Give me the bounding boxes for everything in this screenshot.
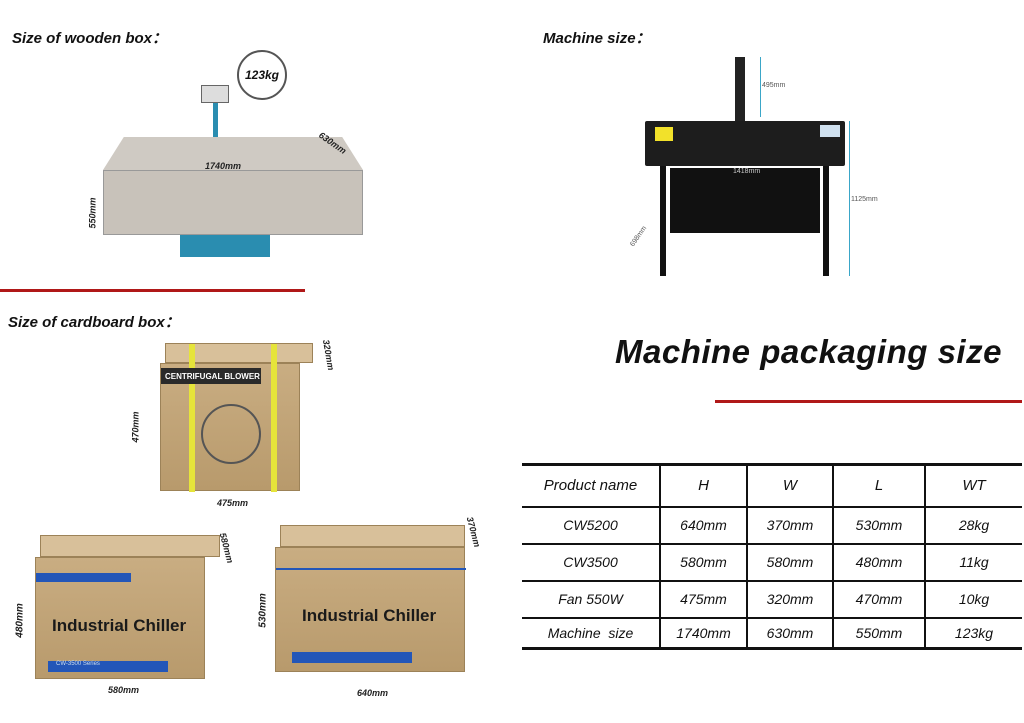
height-label: 550mm [87,197,98,229]
wooden-box-heading: Size of wooden box： [12,30,168,47]
header-cell: W [746,463,834,508]
cell: 530mm [832,505,926,545]
cell: CW5200 [522,505,661,545]
leg [823,166,829,276]
header-cell: H [659,463,748,508]
strap [189,344,195,492]
cell: 640mm [659,505,748,545]
leg [660,166,666,276]
chiller1-width-label: 580mm [108,685,140,695]
warning-label [655,127,673,141]
cell: 370mm [746,505,834,545]
chiller1-box: Industrial Chiller CW-3500 Series [35,557,205,679]
fan-box-label: CENTRIFUGAL BLOWER [161,368,261,384]
cell: 320mm [746,579,834,619]
cell: 10kg [924,579,1022,619]
scale-pole [213,103,218,145]
header-cell: Product name [522,463,661,508]
chiller2-height-label: 530mm [257,593,269,628]
dimension-line [849,121,850,276]
cell: 580mm [746,542,834,582]
chiller1-depth-label: 580mm [217,531,236,565]
chiller2-depth-label: 370mm [464,515,483,549]
fan-depth-label: 320mm [320,338,337,372]
fan-width-label: 475mm [217,498,249,508]
cell: 470mm [832,579,926,619]
fan-icon [201,404,261,464]
length-label: 1740mm [205,161,242,171]
fan-box-top [165,343,313,363]
depth-label: 698mm [629,224,649,249]
machine-arm [735,57,745,125]
scale-base [180,235,270,257]
cell: 580mm [659,542,748,582]
width-label: 1418mm [733,168,761,175]
weight-badge: 123kg [237,50,287,100]
box-front [103,170,363,235]
cell: Machine size [522,616,661,650]
strap [271,344,277,492]
cell: 475mm [659,579,748,619]
header-cell: L [832,463,926,508]
cell: 11kg [924,542,1022,582]
scale-display [201,85,229,103]
cell: 28kg [924,505,1022,545]
machine-image: 495mm 1418mm 698mm 1125mm [615,55,885,280]
fan-box: CENTRIFUGAL BLOWER [160,344,300,492]
cell: 550mm [832,616,926,650]
table-header-row: Product name H W L WT [522,463,1022,508]
machine-size-heading: Machine size： [543,30,651,47]
box-top [103,137,363,170]
machine-basket [670,168,820,233]
cell: Fan 550W [522,579,661,619]
divider-line [0,289,305,292]
chiller2-label: Industrial Chiller [302,606,437,625]
chiller1-height-label: 480mm [14,603,26,638]
packaging-title: Machine packaging size [615,333,1002,370]
cell: 1740mm [659,616,748,650]
machine-body [645,121,845,166]
cell: 630mm [746,616,834,650]
chiller1-label: Industrial Chiller [52,616,187,635]
top-height-label: 495mm [762,82,786,89]
cardboard-box-heading: Size of cardboard box： [8,314,180,331]
fan-height-label: 470mm [130,411,141,443]
blue-stripe [292,652,412,663]
chiller2-box: Industrial Chiller [275,547,466,672]
chiller2-width-label: 640mm [357,688,389,698]
chiller2-box-top [280,525,465,547]
header-cell: WT [924,463,1022,508]
chiller1-box-top [40,535,220,557]
cell: CW3500 [522,542,661,582]
dimension-line [760,57,761,117]
cell: 123kg [924,616,1022,650]
cell: 480mm [832,542,926,582]
wooden-box-image: 123kg 1740mm 630mm 550mm [88,40,375,270]
chiller1-series: CW-3500 Series [48,661,168,672]
height-label: 1125mm [851,196,878,203]
control-panel [820,125,840,137]
title-underline [715,400,1022,403]
blue-stripe [276,568,466,570]
blue-stripe [36,573,131,582]
